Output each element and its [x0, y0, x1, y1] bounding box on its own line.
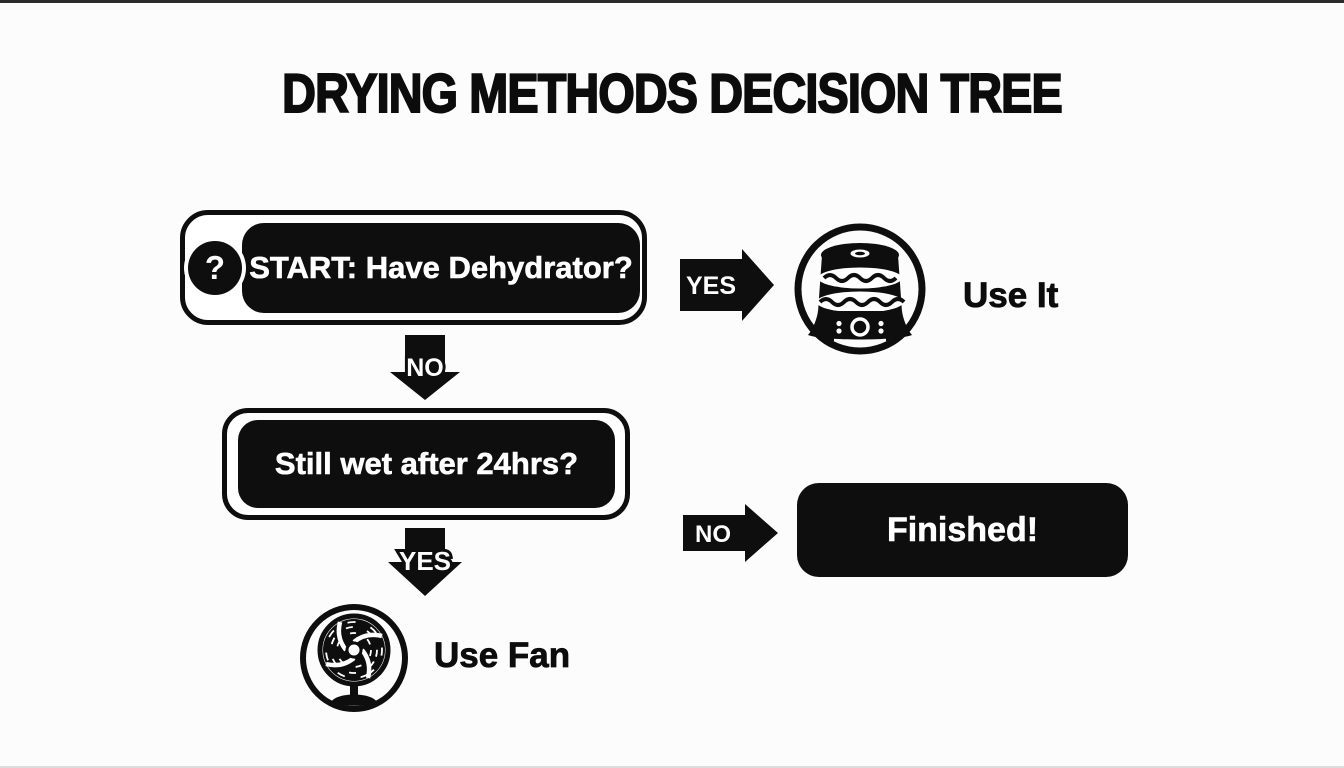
- fan-icon: [300, 604, 408, 712]
- top-edge-line: [0, 0, 1344, 3]
- use-it-label: Use It: [963, 276, 1059, 316]
- yes-arrow-down-label: YES: [399, 546, 451, 576]
- yes-arrow-right: YES: [680, 249, 774, 321]
- question-badge-icon: ?: [188, 241, 242, 295]
- no-arrow-right-label: NO: [695, 521, 731, 548]
- no-arrow-right: NO: [683, 504, 778, 562]
- no-arrow-label: NO: [406, 354, 444, 382]
- still-wet-node-label: Still wet after 24hrs?: [238, 420, 615, 508]
- bottom-edge-line: [0, 766, 1344, 768]
- use-fan-label: Use Fan: [434, 636, 571, 676]
- start-node-label: START: Have Dehydrator?: [242, 223, 640, 313]
- yes-arrow-label: YES: [686, 272, 736, 300]
- finished-node: Finished!: [797, 483, 1128, 577]
- dehydrator-icon: [794, 223, 926, 355]
- page-title: DRYING METHODS DECISION TREE: [281, 62, 1063, 124]
- no-arrow-down: NO: [390, 335, 460, 400]
- yes-arrow-down: YES: [388, 528, 462, 596]
